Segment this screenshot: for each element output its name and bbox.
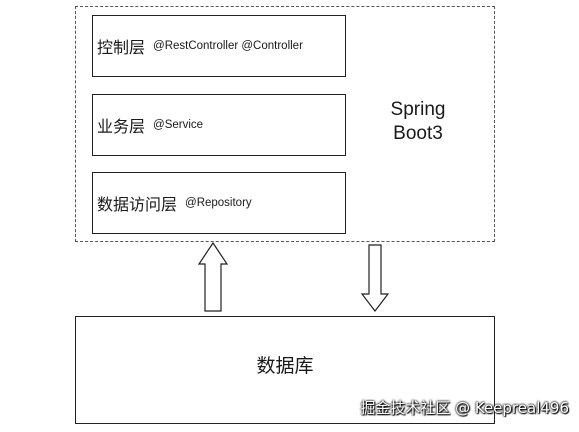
spring-boot-label: Spring Boot3 bbox=[378, 98, 458, 146]
spring-boot-label-line1: Spring bbox=[390, 99, 446, 120]
repository-layer-box: 数据访问层 @Repository bbox=[92, 172, 346, 234]
spring-boot-label-line2: Boot3 bbox=[393, 123, 443, 144]
spring-boot-container bbox=[75, 6, 495, 242]
controller-layer-annotation: @RestController @Controller bbox=[153, 40, 303, 52]
repository-layer-annotation: @Repository bbox=[185, 197, 252, 209]
up-arrow bbox=[197, 241, 229, 312]
controller-layer-title: 控制层 bbox=[97, 38, 146, 57]
database-label: 数据库 bbox=[256, 355, 314, 377]
down-arrow bbox=[360, 244, 390, 312]
service-layer-annotation: @Service bbox=[153, 119, 204, 131]
repository-layer-title: 数据访问层 bbox=[97, 195, 178, 214]
controller-layer-box: 控制层 @RestController @Controller bbox=[92, 15, 346, 77]
service-layer-box: 业务层 @Service bbox=[92, 94, 346, 156]
service-layer-title: 业务层 bbox=[97, 117, 146, 136]
watermark-text: 掘金技术社区 @ Keepreal496 bbox=[360, 399, 569, 417]
database-box: 数据库 bbox=[75, 316, 495, 424]
